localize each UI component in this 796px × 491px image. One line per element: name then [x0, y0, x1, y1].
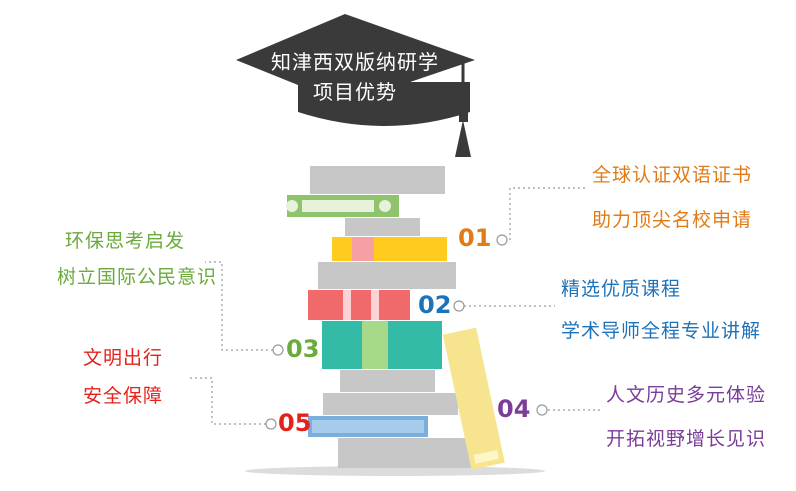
book-green-dot-left — [286, 200, 298, 212]
cap-tassel-knot — [459, 110, 468, 122]
cap-tassel — [455, 120, 471, 157]
item-02-number: 02 — [418, 291, 452, 319]
leader-02-dot — [453, 300, 465, 312]
book-gray-1 — [310, 166, 445, 194]
book-blue-stripe — [312, 420, 424, 433]
item-02-line1: 精选优质课程 — [561, 278, 682, 300]
item-01-line1: 全球认证双语证书 — [592, 164, 753, 186]
book-red-band-1 — [343, 290, 351, 320]
item-05-number: 05 — [278, 409, 312, 437]
leader-end-circles — [265, 234, 548, 430]
cap-title: 知津西双版纳研学 项目优势 — [235, 47, 475, 107]
item-02-line2: 学术导师全程专业讲解 — [561, 320, 762, 342]
book-red — [308, 290, 410, 320]
leader-03-dot — [272, 344, 284, 356]
leader-lines — [190, 187, 600, 425]
item-01-line2: 助力顶尖名校申请 — [592, 209, 753, 231]
book-gray-6 — [338, 438, 478, 468]
item-03-line2: 树立国际公民意识 — [57, 266, 218, 288]
item-03-number: 03 — [286, 335, 320, 363]
book-green-label — [302, 200, 374, 212]
leader-03 — [205, 261, 273, 351]
item-05-line2: 安全保障 — [83, 385, 164, 407]
item-04-line2: 开拓视野增长见识 — [606, 428, 767, 450]
book-yellow-band — [352, 237, 374, 261]
book-green-dot-right — [379, 200, 391, 212]
book-gray-5 — [323, 393, 458, 415]
item-03-line1: 环保思考启发 — [65, 230, 186, 252]
leader-04-dot — [536, 404, 548, 416]
graduation-cap-icon — [236, 14, 475, 157]
cap-title-line1: 知津西双版纳研学 — [271, 50, 439, 74]
item-04-number: 04 — [497, 395, 531, 423]
item-01-number: 01 — [458, 224, 492, 252]
item-05-line1: 文明出行 — [83, 347, 164, 369]
leaning-book — [442, 327, 505, 470]
leader-05-dot — [265, 418, 277, 430]
book-teal-band — [362, 321, 388, 369]
book-red-band-2 — [371, 290, 379, 320]
leader-05 — [190, 377, 266, 425]
book-gray-2 — [345, 218, 420, 236]
leader-01-dot — [496, 234, 508, 246]
floor-shadow — [245, 466, 545, 476]
leader-01 — [509, 187, 585, 240]
cap-board — [236, 14, 475, 104]
book-gray-3 — [318, 262, 456, 289]
cap-title-line2: 项目优势 — [313, 80, 397, 104]
cap-base — [298, 82, 470, 126]
item-04-line1: 人文历史多元体验 — [606, 384, 767, 406]
book-yellow — [332, 237, 447, 261]
book-gray-4 — [340, 370, 435, 392]
